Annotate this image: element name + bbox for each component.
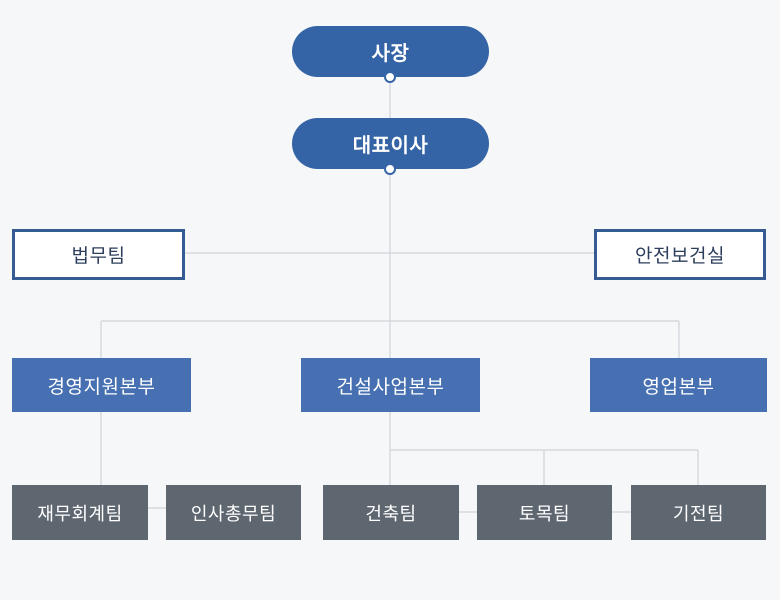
electrical-team-node: 기전팀 — [631, 485, 766, 540]
representative-label: 대표이사 — [352, 133, 429, 157]
civil-team-label: 토목팀 — [518, 503, 571, 525]
management-division-node: 경영지원본부 — [12, 358, 191, 412]
architecture-team-node: 건축팀 — [323, 485, 459, 540]
electrical-team-label: 기전팀 — [672, 503, 725, 525]
management-division-label: 경영지원본부 — [47, 375, 156, 398]
ceo-label: 사장 — [371, 41, 410, 65]
construction-division-label: 건설사업본부 — [336, 375, 445, 398]
representative-connector-dot — [384, 163, 396, 175]
architecture-team-label: 건축팀 — [365, 503, 417, 525]
construction-division-node: 건설사업본부 — [301, 358, 480, 412]
civil-team-node: 토목팀 — [477, 485, 612, 540]
safety-office-label: 안전보건실 — [635, 245, 725, 267]
legal-team-label: 법무팀 — [71, 245, 126, 267]
sales-division-label: 영업본부 — [642, 375, 715, 398]
ceo-connector-dot — [384, 71, 396, 83]
finance-team-node: 재무회계팀 — [12, 485, 148, 540]
safety-office-node: 안전보건실 — [594, 229, 766, 280]
finance-team-label: 재무회계팀 — [37, 503, 123, 525]
legal-team-node: 법무팀 — [12, 229, 185, 280]
representative-node: 대표이사 — [292, 118, 489, 169]
hr-team-node: 인사총무팀 — [166, 485, 301, 540]
ceo-node: 사장 — [292, 26, 489, 77]
hr-team-label: 인사총무팀 — [190, 503, 277, 525]
sales-division-node: 영업본부 — [590, 358, 767, 412]
